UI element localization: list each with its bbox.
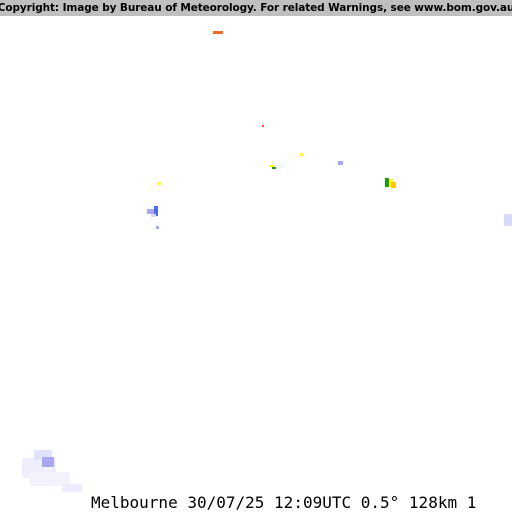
echo-haze-4 [30, 472, 70, 486]
echo-blue-cluster-c [151, 214, 156, 217]
echo-haze-3 [42, 457, 54, 467]
echo-lavender-2 [156, 226, 159, 229]
echo-blue-cluster-b [154, 206, 158, 216]
echo-blue-cluster-a [147, 209, 154, 214]
radar-range: 128km [408, 493, 458, 512]
radar-date: 30/07/25 [187, 493, 265, 512]
echo-right-edge [504, 214, 512, 226]
echo-lavender-1 [338, 161, 343, 165]
echo-top-orange [213, 31, 223, 34]
copyright-bar: Copyright: Image by Bureau of Meteorolog… [0, 0, 512, 16]
radar-info-label: Melbourne 30/07/25 12:09UTC 0.5° 128km 1 [91, 493, 476, 512]
echo-small-orange [262, 125, 264, 127]
echo-yellow-dot-2 [158, 182, 161, 185]
station-name: Melbourne [91, 493, 178, 512]
radar-elevation: 0.5° [360, 493, 400, 512]
echo-haze-5 [62, 484, 82, 492]
echo-cell-green [385, 178, 389, 187]
radar-suffix: 1 [466, 493, 477, 512]
echo-green-yellow-1 [270, 165, 274, 167]
radar-time: 12:09UTC [274, 493, 352, 512]
echo-green-yellow-2 [272, 167, 276, 169]
echo-cell-gold [391, 182, 396, 188]
echo-haze-2 [34, 450, 52, 460]
echo-yellow-dot-1 [300, 153, 303, 156]
copyright-text: Copyright: Image by Bureau of Meteorolog… [0, 2, 512, 14]
